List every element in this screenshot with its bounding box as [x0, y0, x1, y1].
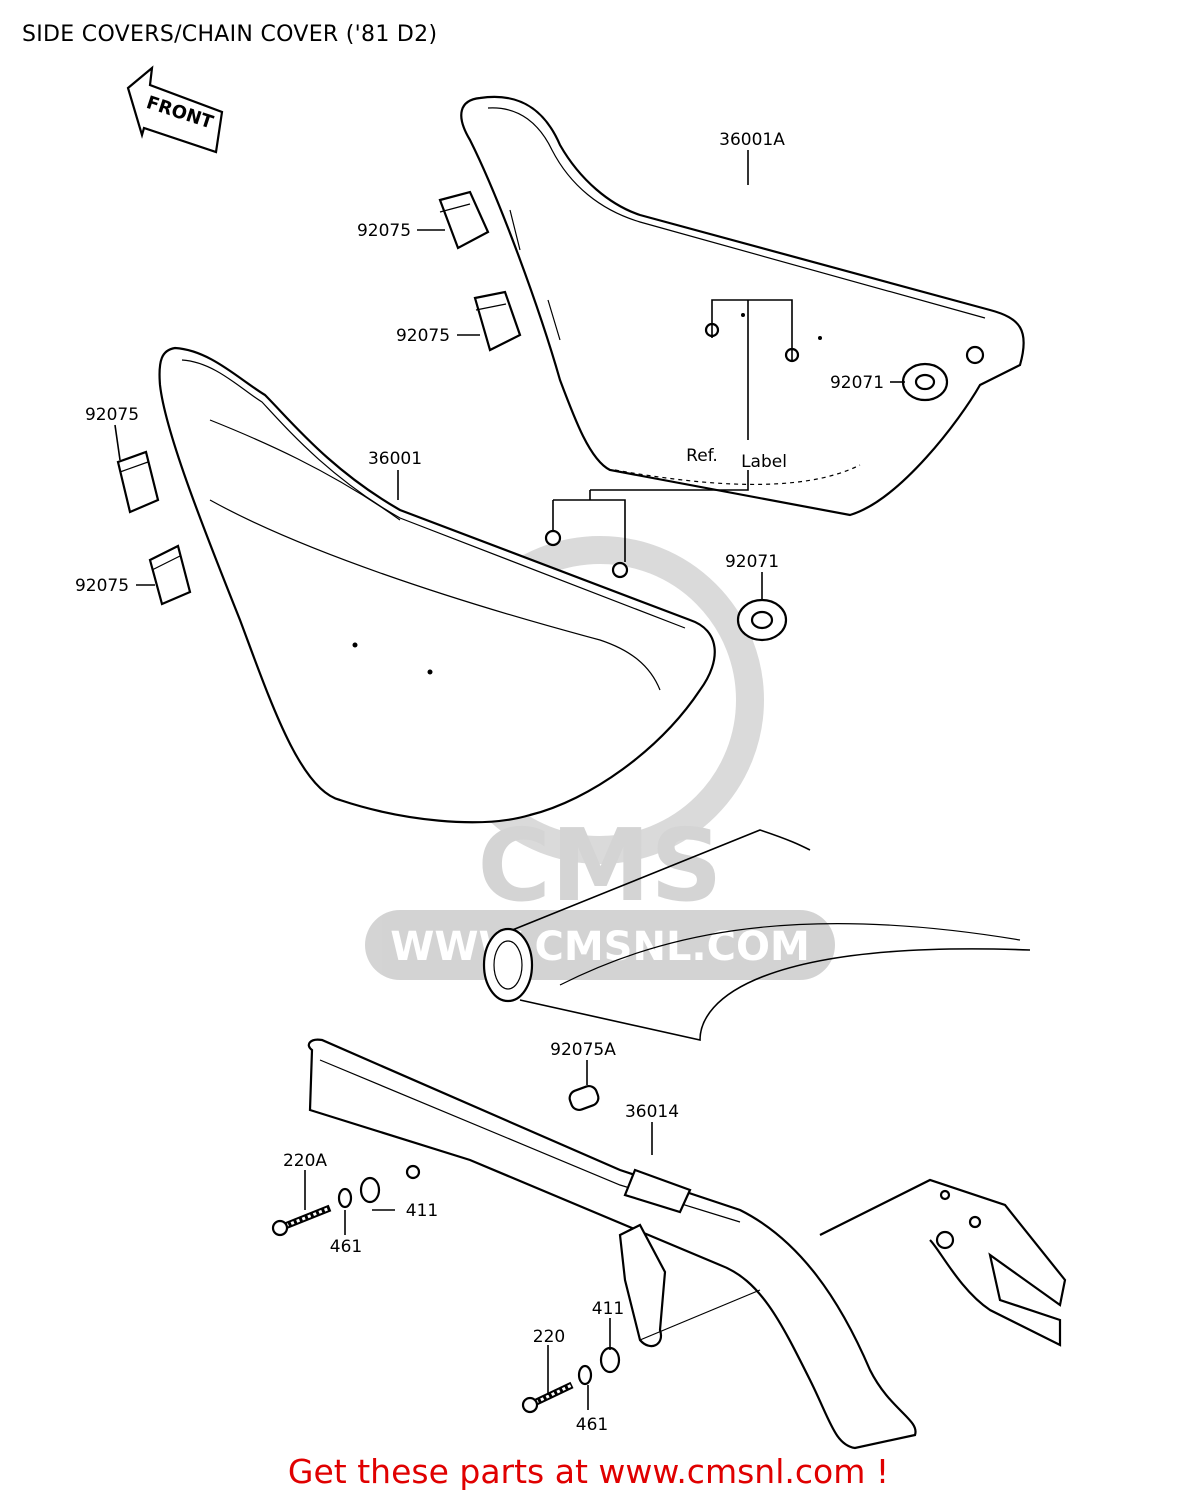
callout-92075-4: 92075: [75, 576, 129, 596]
callout-220A: 220A: [283, 1151, 327, 1171]
watermark-logo: CMS: [478, 807, 723, 924]
spacer-92075A: [568, 1084, 600, 1112]
front-arrow-icon: FRONT: [126, 65, 224, 154]
washer-461-b: [577, 1364, 593, 1386]
callout-220: 220: [533, 1327, 565, 1347]
washer-411-a: [359, 1176, 381, 1204]
chain-cover: [307, 1038, 917, 1450]
callout-92075-2: 92075: [396, 326, 450, 346]
side-cover-right: [460, 95, 1025, 517]
swingarm: [482, 829, 1067, 1347]
bolt-220A: [271, 1204, 332, 1237]
callout-411-b: 411: [592, 1299, 624, 1319]
callout-label: Label: [741, 452, 787, 472]
footer-link[interactable]: Get these parts at www.cmsnl.com !: [287, 1452, 890, 1491]
callout-36014: 36014: [625, 1102, 679, 1122]
callout-92075-1: 92075: [357, 221, 411, 241]
callout-461-b: 461: [576, 1415, 608, 1435]
callout-461-a: 461: [330, 1237, 362, 1257]
callout-92071-2: 92071: [725, 552, 779, 572]
callout-36001: 36001: [368, 449, 422, 469]
callout-92075A: 92075A: [550, 1040, 616, 1060]
watermark-banner: [365, 910, 835, 980]
grommet-92071-1: [901, 362, 949, 402]
nut-2: [611, 561, 629, 579]
nut-1: [544, 529, 562, 547]
grommet-92071-2: [736, 598, 788, 642]
side-cover-left: [158, 346, 716, 824]
washer-411-b: [599, 1346, 621, 1374]
callout-36001A: 36001A: [719, 130, 785, 150]
callout-ref: Ref.: [686, 446, 718, 466]
grommet-92075-4: [148, 544, 192, 606]
grommet-92075-3: [116, 450, 160, 514]
callout-92071-1: 92071: [830, 373, 884, 393]
leader-lines: [114, 150, 905, 1410]
grommet-92075-1: [438, 190, 490, 250]
bolt-220: [521, 1381, 574, 1414]
callout-411-a: 411: [406, 1201, 438, 1221]
watermark-url: WWW.CMSNL.COM: [390, 924, 810, 970]
page-title: SIDE COVERS/CHAIN COVER ('81 D2): [22, 22, 438, 47]
washer-461-a: [337, 1187, 353, 1209]
callout-92075-3: 92075: [85, 405, 139, 425]
grommet-92075-2: [473, 290, 522, 352]
